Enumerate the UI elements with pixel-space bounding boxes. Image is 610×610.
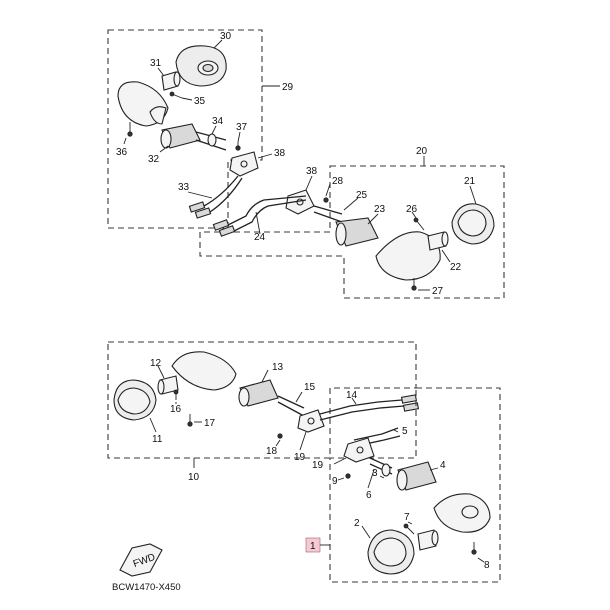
housing-upper <box>117 81 169 127</box>
callout-26: 26 <box>406 204 418 215</box>
screw-16 <box>173 389 179 400</box>
callout-21: 21 <box>464 176 476 187</box>
callout-25: 25 <box>356 190 368 201</box>
grommet-3 <box>381 463 391 477</box>
callout-14: 14 <box>346 390 358 401</box>
callout-11: 11 <box>152 434 163 445</box>
wire-lead-14 <box>319 394 420 421</box>
stay-15 <box>277 395 305 417</box>
bracket-19-left <box>297 409 325 433</box>
grommet-34 <box>207 133 217 147</box>
screw-27 <box>411 278 417 291</box>
screw-17 <box>187 414 193 427</box>
callout-9: 9 <box>332 476 338 487</box>
callout-23: 23 <box>374 204 386 215</box>
callout-16: 16 <box>170 404 182 415</box>
callout-3: 3 <box>372 468 378 479</box>
callout-30: 30 <box>220 31 232 42</box>
screw-8 <box>471 542 477 555</box>
screw-18 <box>277 433 283 439</box>
callout-18: 18 <box>266 446 278 457</box>
assembly-frame-29 <box>107 29 263 229</box>
assembly-frame-10 <box>107 341 417 459</box>
callout-35: 35 <box>194 96 206 107</box>
callout-1: 1 <box>310 541 316 552</box>
callout-5: 5 <box>402 426 408 437</box>
callout-36: 36 <box>116 147 128 158</box>
lens-11 <box>113 379 157 421</box>
socket-32 <box>160 123 227 151</box>
lens-21 <box>451 203 495 245</box>
callout-19-right: 19 <box>312 460 324 471</box>
bulb-22 <box>427 231 449 251</box>
callout-33: 33 <box>178 182 190 193</box>
callout-12: 12 <box>150 358 162 369</box>
assembly-frame-20 <box>199 165 505 299</box>
callout-20: 20 <box>416 146 428 157</box>
callout-32: 32 <box>148 154 160 165</box>
callout-15: 15 <box>304 382 316 393</box>
callout-38-right: 38 <box>306 166 318 177</box>
lens-30 <box>175 45 227 87</box>
callout-27: 27 <box>432 286 444 297</box>
callout-28: 28 <box>332 176 344 187</box>
socket-4 <box>396 461 437 491</box>
callout-37: 37 <box>236 122 248 133</box>
callout-4: 4 <box>440 460 446 471</box>
wire-24 <box>212 195 307 237</box>
callout-38: 38 <box>274 148 286 159</box>
callout-17: 17 <box>204 418 216 429</box>
screw-35 <box>169 91 183 99</box>
assembly-frame-1 <box>329 387 501 583</box>
bracket-38 <box>229 151 259 177</box>
bracket-19-right <box>343 437 375 463</box>
stay-25 <box>313 205 343 223</box>
callout-19-left: 19 <box>294 452 306 463</box>
callout-2: 2 <box>354 518 360 529</box>
screw-26 <box>413 217 425 231</box>
screw-37 <box>235 142 241 151</box>
callout-24: 24 <box>254 232 266 243</box>
socket-23 <box>335 217 379 247</box>
housing-lower-left <box>171 351 237 391</box>
lens-2 <box>367 529 415 575</box>
callout-22: 22 <box>450 262 462 273</box>
bracket-38-right <box>285 189 315 215</box>
socket-13 <box>238 379 279 407</box>
callout-7: 7 <box>404 512 410 523</box>
callout-29: 29 <box>282 82 294 93</box>
callout-34: 34 <box>212 116 224 127</box>
callout-6: 6 <box>366 490 372 501</box>
diagram-code: BCW1470-X450 <box>112 582 181 593</box>
callout-31: 31 <box>150 58 162 69</box>
bulb-12 <box>157 375 179 395</box>
callout-13: 13 <box>272 362 284 373</box>
screw-28 <box>323 197 329 203</box>
bulb-lower-right <box>417 529 439 551</box>
housing-22 <box>375 231 441 281</box>
screw-7 <box>403 523 415 535</box>
bulb-31 <box>161 71 181 91</box>
screw-36 <box>127 122 133 137</box>
callout-8: 8 <box>484 560 490 571</box>
callout-10: 10 <box>188 472 200 483</box>
wire-lead-33 <box>188 175 243 219</box>
fwd-arrow-icon: FWD <box>119 543 163 577</box>
housing-lower-right <box>433 493 491 533</box>
screw-9 <box>345 473 351 479</box>
